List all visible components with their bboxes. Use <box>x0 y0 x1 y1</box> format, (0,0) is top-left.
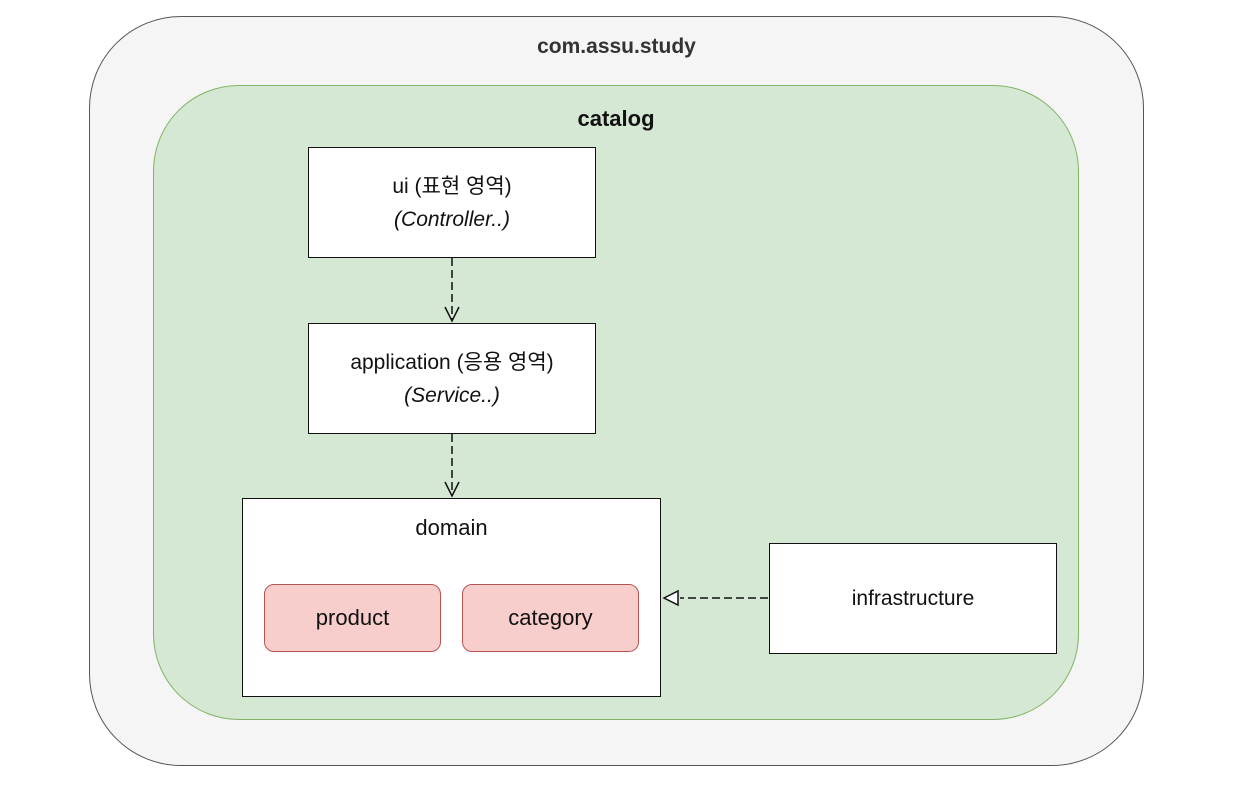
root-package-title: com.assu.study <box>537 35 696 58</box>
ui-layer-box[interactable]: ui (표현 영역) (Controller..) <box>308 147 596 258</box>
infrastructure-layer-box[interactable]: infrastructure <box>769 543 1057 654</box>
application-layer-label: application (응용 영역) <box>350 350 554 374</box>
catalog-module-title: catalog <box>577 106 655 131</box>
product-package[interactable]: product <box>264 584 441 652</box>
ui-layer-sublabel: (Controller..) <box>394 207 510 231</box>
domain-layer-box[interactable]: domain product category <box>242 498 661 697</box>
application-layer-box[interactable]: application (응용 영역) (Service..) <box>308 323 596 434</box>
category-package[interactable]: category <box>462 584 639 652</box>
infrastructure-layer-label: infrastructure <box>851 587 975 610</box>
domain-layer-label: domain <box>415 515 488 540</box>
application-layer-sublabel: (Service..) <box>404 383 500 407</box>
ui-layer-label: ui (표현 영역) <box>392 174 512 198</box>
